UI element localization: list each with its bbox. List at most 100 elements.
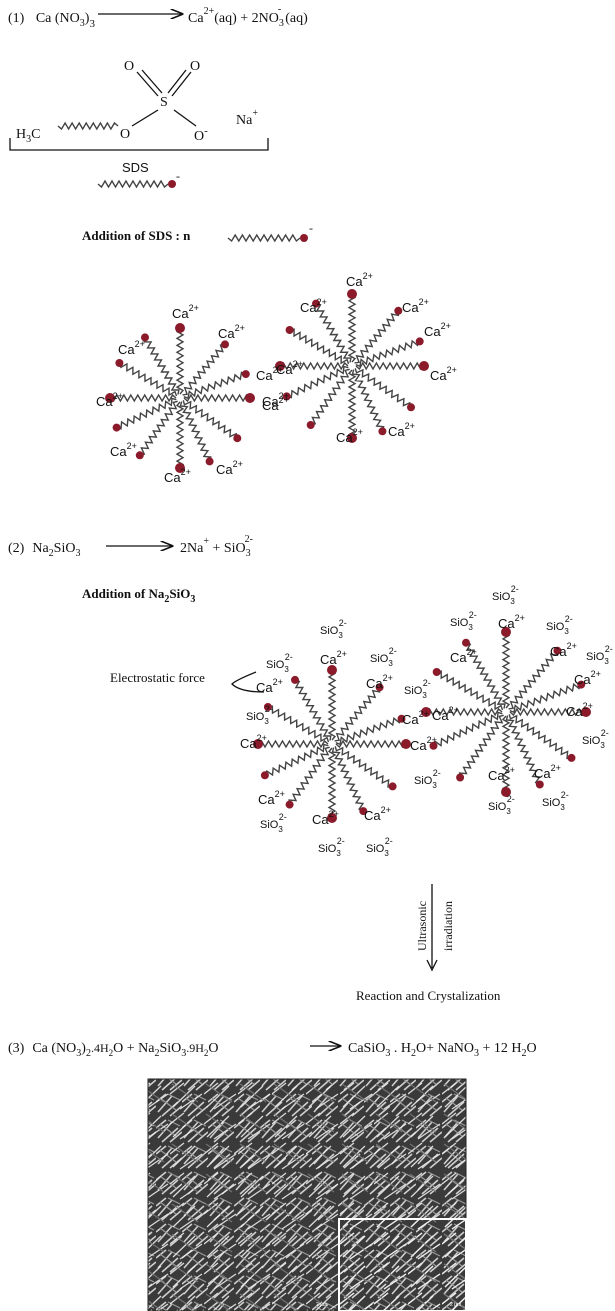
ultrasonic-step: Ultrasonic irradiation Reaction and Crys… [356,884,501,1003]
calcium-ion-label: Ca2+ [388,421,415,439]
silicate-ion-label: SiO32- [404,678,431,700]
surfactant-tail [267,705,330,743]
sulfate-head [115,359,124,367]
surfactant-tail [288,746,330,805]
calcium-ion-label: Ca2+ [432,705,459,723]
sulfate-head [291,675,299,684]
sem-inset [338,1218,467,1311]
sulfate-head [275,361,285,371]
addition-of-sds: Addition of SDS : n - [82,221,313,243]
sulfate-head [421,707,431,717]
calcium-ion-label: Ca2+ [258,789,285,807]
addition-of-na2sio3: Addition of Na2SiO3 [82,586,195,605]
surfactant-tail [183,393,251,403]
calcium-ion-label: Ca2+ [430,365,457,383]
svg-text:(1) Ca (NO3)3: (1) Ca (NO3)3 [8,11,95,30]
calcium-ion-label: Ca2+ [256,677,283,695]
calcium-ion-label: Ca2+ [118,339,145,357]
surfactant-tail [139,400,178,456]
reaction-label: Reaction and Crystalization [356,988,501,1003]
sulfate-head [245,393,255,403]
calcium-ion-label: Ca2+ [312,809,339,827]
silicate-ion-label: SiO32- [318,836,345,858]
silicate-ion-label: SiO32- [414,768,441,790]
silicate-ion-label: SiO32- [246,704,273,726]
sulfate-head [141,333,149,342]
calcium-ion-label: Ca2+ [402,297,429,315]
sulfate-head [501,627,511,637]
surfactant-tail [509,707,587,717]
surfactant-tail [508,650,559,710]
surfactant-tail [183,371,247,400]
svg-text:-: - [309,221,313,235]
calcium-ion-label: Ca2+ [256,365,283,383]
surfactant-tail [465,642,506,709]
sds-structure: O O S O O- Na+ H3C SDS - [9,59,269,189]
sulfate-head [397,714,406,723]
sulfate-head [388,782,397,791]
sulfate-head [359,807,368,816]
surfactant-tail [310,368,350,426]
sulfate-head [312,299,320,308]
svg-text:O: O [120,127,130,142]
svg-text:irradiation: irradiation [441,901,455,951]
surfactant-tail [508,714,572,760]
surfactant-tail [175,327,185,395]
sulfate-head [375,683,384,692]
sulfate-head [282,392,291,401]
svg-text:(3)Ca (NO3)2.4H2O + Na2SiO3.9H: (3)Ca (NO3)2.4H2O + Na2SiO3.9H2O [8,1041,219,1059]
svg-text:CaSiO3 . H2O+ NaNO3 + 12 H2: CaSiO3 . H2O+ NaNO3 + 12 H2O [348,1041,537,1059]
calcium-ion-label: Ca2+ [262,391,289,409]
sulfate-head [535,780,544,789]
sulfate-head [394,306,403,315]
surfactant-tail [354,310,400,364]
micelle-left-2 [253,665,411,823]
surfactant-tail [354,368,412,408]
calcium-ion-label: Ca2+ [450,647,477,665]
silicate-ion-label: SiO32- [370,646,397,668]
surfactant-tail [315,302,352,363]
svg-text:Electrostatic force: Electrostatic force [110,670,205,685]
surfactant-tail [436,670,504,711]
sulfate-head [175,323,185,333]
sulfate-head [462,638,470,647]
svg-text:O-: O- [194,125,208,144]
surfactant-tail [182,400,238,439]
calcium-ion-label: Ca2+ [534,763,561,781]
surfactant-tail [327,747,337,819]
electrostatic-force-annotation: Electrostatic force [110,670,265,693]
surfactant-tail [334,746,393,788]
surfactant-tail [334,687,381,742]
calcium-ion-label: Ca2+ [240,733,267,751]
sulfate-head [112,423,121,432]
surfactant-tail [118,362,178,397]
sulfate-head [241,370,250,379]
svg-text:-: - [176,169,180,183]
svg-text:SDS: SDS [122,160,149,175]
surfactant-tail [179,401,212,462]
sulfate-head [347,289,357,299]
eq1-products: Ca2+(aq) + 2NO3-(aq) [188,4,308,29]
silicate-ion-label: SiO32- [546,614,573,636]
svg-text:O: O [190,59,200,74]
sulfate-head [407,403,415,412]
micelle-right-1 [275,289,429,443]
surfactant-tail [355,339,421,368]
equation-3: (3)Ca (NO3)2.4H2O + Na2SiO3.9H2O CaSiO3 … [8,1041,537,1059]
surfactant-tail [347,293,357,363]
surfactant-tail [335,739,407,749]
surfactant-tail [501,631,511,709]
svg-text:O: O [124,59,134,74]
calcium-ion-label: Ca2+ [346,271,373,289]
silicate-ion-label: SiO32- [542,790,569,812]
sulfate-head [415,337,424,346]
calcium-ion-label: Ca2+ [424,321,451,339]
surfactant-tail [327,669,337,741]
calcium-ion-label: Ca2+ [366,673,393,691]
micelle-left-1 [105,323,255,473]
eq1-label: (1) [8,11,25,26]
sulfate-head [347,433,357,443]
sulfate-head [135,451,144,460]
micelle-right-2 [421,627,591,797]
calcium-ion-label: Ca2+ [172,303,199,321]
